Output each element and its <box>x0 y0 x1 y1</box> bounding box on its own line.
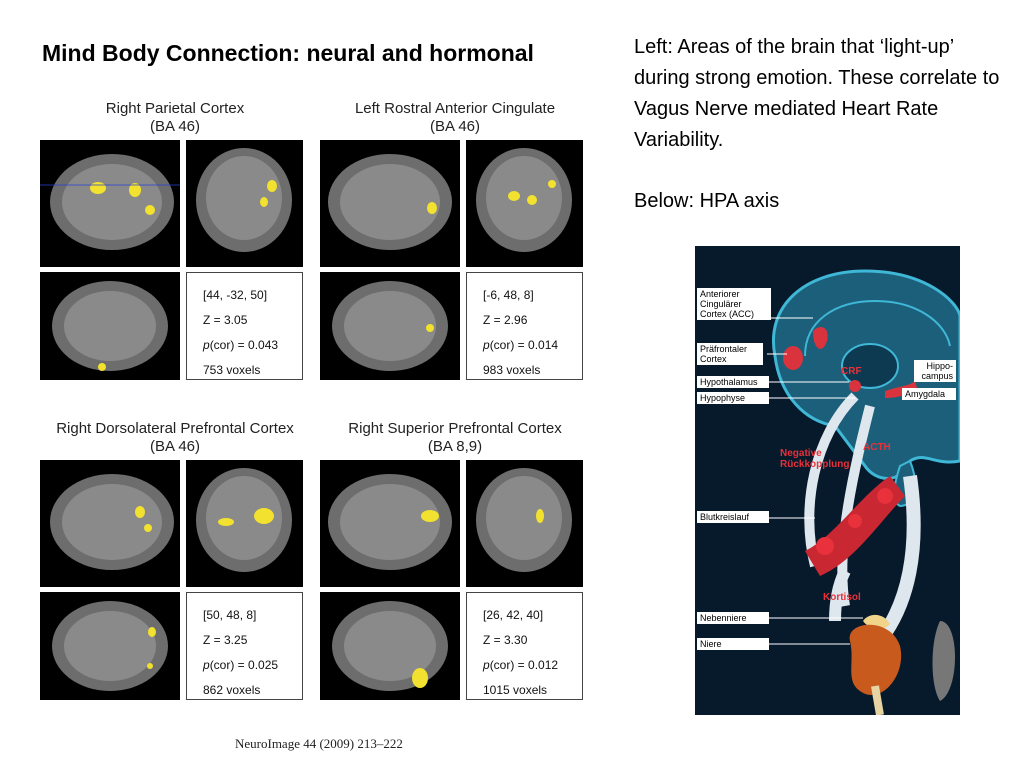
description-below: Below: HPA axis <box>634 190 780 212</box>
label-niere: Niere <box>697 638 769 650</box>
axial-scan <box>320 272 460 380</box>
stats-box: [-6, 48, 8] Z = 2.96 p(cor) = 0.014 983 … <box>466 272 583 380</box>
label-nebenniere: Nebenniere <box>697 612 769 624</box>
panel-title: Right Superior Prefrontal Cortex(BA 8,9) <box>348 420 562 455</box>
panel-title: Right Parietal Cortex(BA 46) <box>105 100 245 135</box>
slide-title: Mind Body Connection: neural and hormona… <box>42 40 534 66</box>
p-value: p(cor) = 0.012 <box>483 658 559 672</box>
citation: NeuroImage 44 (2009) 213–222 <box>235 736 403 751</box>
sagittal-scan <box>40 140 180 267</box>
label-acth: ACTH <box>863 442 891 453</box>
stats-box: [44, -32, 50] Z = 3.05 p(cor) = 0.043 75… <box>186 272 303 380</box>
stats-box: [26, 42, 40] Z = 3.30 p(cor) = 0.012 101… <box>466 592 583 700</box>
sagittal-scan <box>40 460 180 587</box>
label-blutkreislauf: Blutkreislauf <box>697 511 769 523</box>
sagittal-scan <box>320 140 460 267</box>
label-hypothalamus: Hypothalamus <box>697 376 769 388</box>
coronal-scan <box>466 460 583 587</box>
panel-right-superior-pfc: Right Superior Prefrontal Cortex(BA 8,9)… <box>320 420 590 730</box>
panel-right-dlpfc: Right Dorsolateral Prefrontal Cortex(BA … <box>40 420 310 730</box>
panel-left-rostral-acc: Left Rostral Anterior Cingulate(BA 46) [… <box>320 100 590 410</box>
label-negative-feedback: Negative Rückkopplung <box>780 448 850 470</box>
z-score: Z = 3.30 <box>483 633 528 647</box>
coronal-scan <box>186 140 303 267</box>
label-hippocampus: Hippo- campus <box>914 360 956 382</box>
coronal-scan <box>466 140 583 267</box>
axial-scan <box>40 592 180 700</box>
voxels: 1015 voxels <box>483 683 548 697</box>
stats-box: [50, 48, 8] Z = 3.25 p(cor) = 0.025 862 … <box>186 592 303 700</box>
coords: [50, 48, 8] <box>203 608 257 622</box>
z-score: Z = 2.96 <box>483 313 528 327</box>
description-left: Left: Areas of the brain that ‘light-up’… <box>634 36 1000 151</box>
z-score: Z = 3.05 <box>203 313 248 327</box>
axial-scan <box>320 592 460 700</box>
voxels: 983 voxels <box>483 363 541 377</box>
voxels: 753 voxels <box>203 363 261 377</box>
voxels: 862 voxels <box>203 683 261 697</box>
panel-title: Left Rostral Anterior Cingulate(BA 46) <box>354 100 556 135</box>
label-pfc: Präfrontaler Cortex <box>697 343 763 365</box>
axial-scan <box>40 272 180 380</box>
coords: [-6, 48, 8] <box>483 288 534 302</box>
hpa-axis-diagram: Anteriorer Cingulärer Cortex (ACC) Präfr… <box>695 246 960 715</box>
p-value: p(cor) = 0.043 <box>203 338 279 352</box>
z-score: Z = 3.25 <box>203 633 248 647</box>
label-kortisol: Kortisol <box>823 592 861 603</box>
description: Left: Areas of the brain that ‘light-up’… <box>634 32 1014 217</box>
label-hypophyse: Hypophyse <box>697 392 769 404</box>
label-acc: Anteriorer Cingulärer Cortex (ACC) <box>697 288 771 320</box>
p-value: p(cor) = 0.025 <box>203 658 279 672</box>
coords: [26, 42, 40] <box>483 608 544 622</box>
hpa-illustration <box>767 269 960 715</box>
label-crf: CRF <box>841 366 862 377</box>
panel-right-parietal: Right Parietal Cortex(BA 46) [44, -32, 5… <box>40 100 310 410</box>
sagittal-scan <box>320 460 460 587</box>
p-value: p(cor) = 0.014 <box>483 338 559 352</box>
label-amygdala: Amygdala <box>902 388 956 400</box>
panel-title: Right Dorsolateral Prefrontal Cortex(BA … <box>56 420 294 455</box>
coronal-scan <box>186 460 303 587</box>
coords: [44, -32, 50] <box>203 288 268 302</box>
